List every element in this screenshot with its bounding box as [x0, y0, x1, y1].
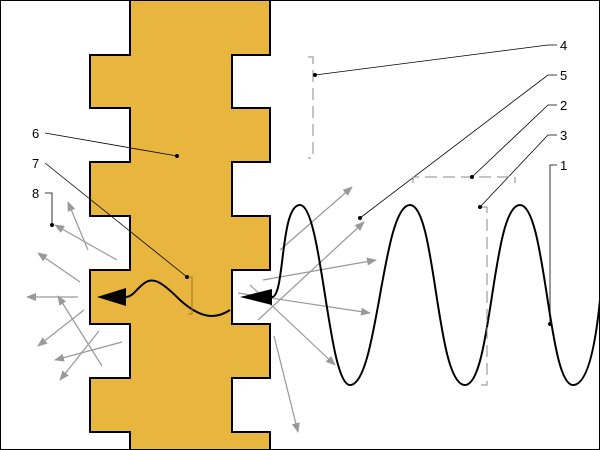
label-5: 5	[560, 68, 567, 83]
label-1: 1	[560, 158, 567, 173]
scatter-arrow	[279, 186, 353, 251]
label-2: 2	[560, 98, 567, 113]
bracket-7	[188, 276, 193, 315]
label-4: 4	[560, 38, 567, 53]
leader-lines	[44, 44, 557, 324]
label-3: 3	[560, 128, 567, 143]
label-8: 8	[32, 186, 39, 201]
scatter-arrow	[262, 257, 377, 281]
leader-2	[471, 104, 557, 178]
leader-dots	[50, 73, 552, 326]
scatter-arrow	[37, 309, 85, 347]
scatter-arrow	[273, 335, 300, 433]
leader-5	[359, 74, 557, 219]
scatter-arrow	[57, 295, 103, 367]
bracket-3	[481, 206, 488, 386]
transmitted-wave	[124, 279, 231, 317]
scatter-arrow	[54, 341, 123, 362]
scattered-arrows-left	[26, 201, 123, 381]
leader-3	[479, 134, 557, 208]
leader-1	[549, 164, 557, 324]
leader-4	[314, 44, 557, 76]
scatter-arrow	[54, 224, 118, 261]
bracket-4	[308, 56, 314, 159]
dimension-brackets	[308, 56, 516, 386]
leader-6	[44, 132, 178, 157]
leader-8	[45, 192, 53, 225]
wave-arrowhead-left	[97, 288, 126, 306]
bracket-2	[412, 176, 516, 183]
label-7: 7	[32, 156, 39, 171]
toothed-block	[89, 0, 271, 450]
label-6: 6	[32, 126, 39, 141]
incident-wave	[271, 203, 600, 387]
scatter-arrow	[37, 252, 81, 283]
wave-arrowhead-right	[240, 289, 272, 305]
scatter-arrow	[59, 330, 100, 381]
leader-7	[44, 162, 188, 278]
